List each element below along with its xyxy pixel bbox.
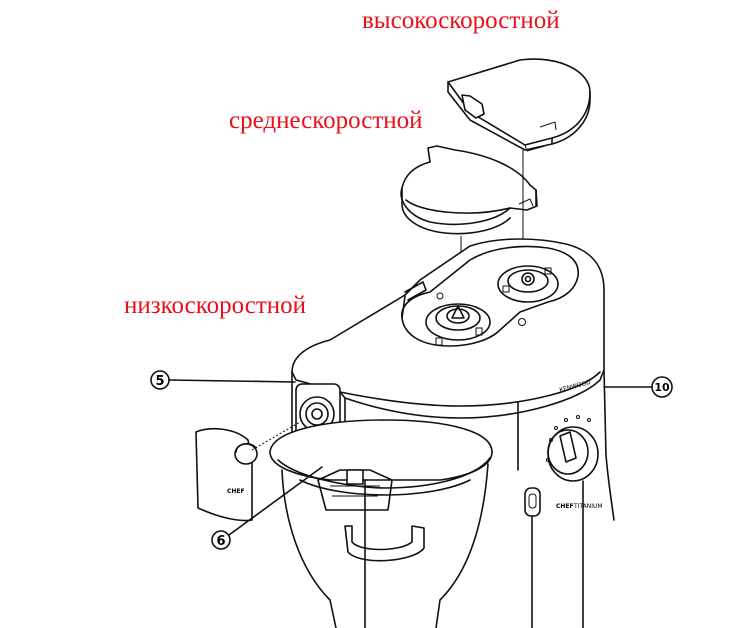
medium-speed-outlet-cover bbox=[400, 145, 538, 235]
callout-10-number: 10 bbox=[654, 381, 670, 394]
label-high-speed: высокоскоростной bbox=[362, 7, 560, 34]
callout-6-number: 6 bbox=[216, 534, 225, 549]
callout-6 bbox=[211, 466, 323, 550]
low-speed-outlet-cover bbox=[195, 421, 301, 522]
head-slot bbox=[404, 281, 427, 301]
high-speed-outlet bbox=[436, 265, 559, 326]
speed-dial bbox=[546, 415, 599, 482]
body-chef-marking: CHEF bbox=[556, 503, 574, 510]
callout-5 bbox=[150, 370, 296, 390]
high-speed-outlet-cover bbox=[447, 58, 591, 152]
label-low-speed: низкоскоростной bbox=[124, 292, 307, 319]
series-marking: TITANIUM bbox=[573, 503, 603, 510]
callout-5-number: 5 bbox=[155, 374, 164, 389]
label-medium-speed: среднескоростной bbox=[229, 107, 423, 134]
head-release-lever bbox=[524, 487, 541, 517]
mixing-bowl bbox=[269, 419, 493, 628]
callout-10 bbox=[603, 376, 673, 398]
medium-speed-outlet bbox=[425, 303, 491, 346]
cover-chef-marking: CHEF bbox=[227, 488, 245, 495]
